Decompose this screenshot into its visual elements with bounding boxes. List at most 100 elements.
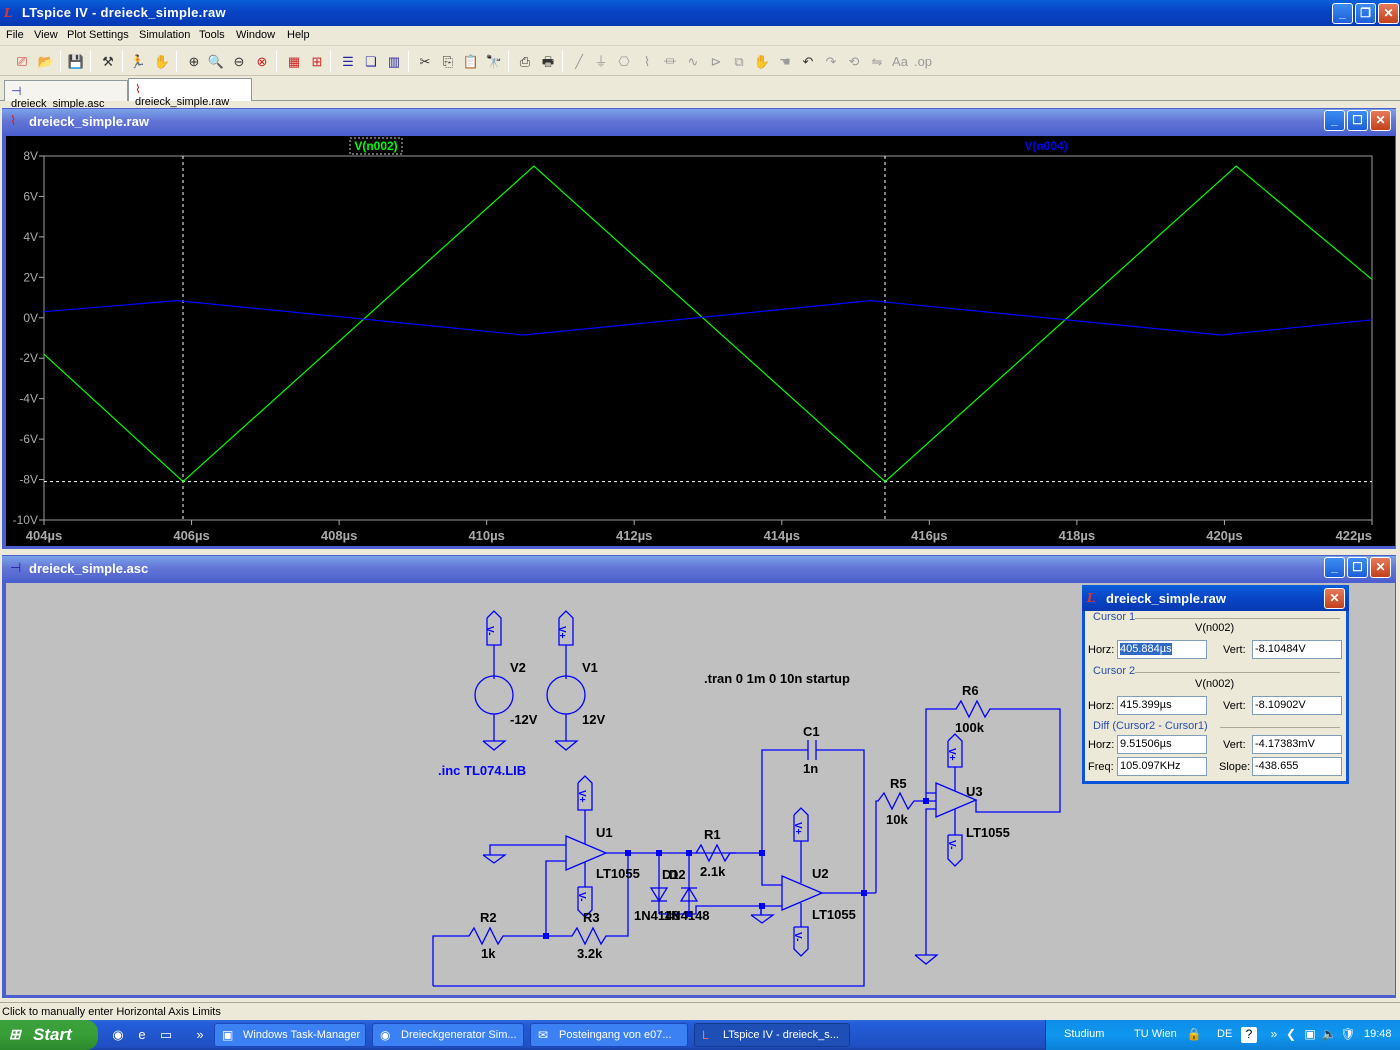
schematic-maximize-button[interactable]: ☐ bbox=[1347, 557, 1368, 578]
chevron-left-icon[interactable]: ❮ bbox=[1285, 1027, 1297, 1041]
ground-icon[interactable]: ⏚ bbox=[594, 54, 608, 69]
y-tick-label: -4V bbox=[19, 392, 38, 406]
pan-icon[interactable]: ✋ bbox=[153, 54, 171, 69]
diff-slope-field[interactable]: -438.655 bbox=[1252, 757, 1342, 776]
find-icon[interactable]: 🔭 bbox=[485, 54, 503, 69]
tray-more-icon[interactable]: » bbox=[1270, 1027, 1278, 1041]
diff-freq-field[interactable]: 105.097KHz bbox=[1117, 757, 1207, 776]
tray-studium[interactable]: Studium bbox=[1064, 1028, 1105, 1040]
cursor2-horz-field[interactable]: 415.399µs bbox=[1117, 696, 1207, 715]
diff-horz-field[interactable]: 9.51506µs bbox=[1117, 735, 1207, 754]
r6-label: R6 bbox=[962, 683, 979, 698]
app-title: LTspice IV - dreieck_simple.raw bbox=[22, 5, 226, 20]
cursor2-vert-field[interactable]: -8.10902V bbox=[1252, 696, 1342, 715]
plot-maximize-button[interactable]: ☐ bbox=[1347, 110, 1368, 131]
cascade-icon[interactable]: ❏ bbox=[365, 54, 377, 69]
zoom-fit-icon[interactable]: ⊗ bbox=[256, 54, 268, 69]
minimize-button[interactable]: _ bbox=[1332, 3, 1353, 24]
tray-tuwien[interactable]: TU Wien bbox=[1134, 1028, 1177, 1040]
tile-horizontal-icon[interactable]: ☰ bbox=[342, 54, 354, 69]
include-directive[interactable]: .inc TL074.LIB bbox=[438, 763, 526, 778]
r5-label: R5 bbox=[890, 776, 907, 791]
menu-help[interactable]: Help bbox=[287, 29, 310, 41]
restore-button[interactable]: ❐ bbox=[1355, 3, 1376, 24]
run-icon[interactable]: 🏃 bbox=[129, 54, 147, 69]
trace-label[interactable]: V(n004) bbox=[1024, 139, 1067, 153]
r2-label: R2 bbox=[480, 910, 497, 925]
new-schematic-icon[interactable]: ⎚ bbox=[16, 54, 28, 69]
tab-schematic[interactable]: ⊣dreieck_simple.asc bbox=[4, 80, 128, 110]
speaker-icon[interactable]: 🔈 bbox=[1321, 1027, 1337, 1041]
cursor1-vert-field[interactable]: -8.10484V bbox=[1252, 640, 1342, 659]
drag-icon[interactable]: ☚ bbox=[779, 54, 791, 69]
trace-label[interactable]: V(n002) bbox=[354, 139, 397, 153]
tab-waveform[interactable]: ⌇dreieck_simple.raw bbox=[128, 78, 252, 108]
control-panel-icon[interactable]: ⚒ bbox=[102, 54, 114, 69]
menu-window[interactable]: Window bbox=[236, 29, 276, 41]
plot-close-button[interactable]: ✕ bbox=[1370, 110, 1391, 131]
folder-icon[interactable]: ▭ bbox=[159, 1027, 173, 1042]
spice-directive-icon[interactable]: .op bbox=[913, 54, 933, 69]
component-icon[interactable]: ⧉ bbox=[734, 54, 744, 69]
cursor-dialog-close-button[interactable]: ✕ bbox=[1324, 588, 1345, 609]
zoom-out-icon[interactable]: ⊖ bbox=[233, 54, 245, 69]
rotate-icon[interactable]: ⟲ bbox=[848, 54, 860, 69]
mirror-icon[interactable]: ⇋ bbox=[871, 54, 883, 69]
schematic-minimize-button[interactable]: _ bbox=[1324, 557, 1345, 578]
plot-window-titlebar[interactable]: ⌇ dreieck_simple.raw _ ☐ ✕ bbox=[2, 109, 1396, 133]
tray-language[interactable]: DE bbox=[1217, 1028, 1233, 1040]
resistor-icon[interactable]: ⌇ bbox=[643, 54, 651, 69]
tran-directive[interactable]: .tran 0 1m 0 10n startup bbox=[704, 671, 850, 686]
lock-icon[interactable]: 🔒 bbox=[1186, 1027, 1202, 1041]
circuit-diagram[interactable]: V- V+ V+ V- V+ V- V+ V- V2 -12V V1 12V .… bbox=[6, 583, 1395, 995]
taskbar-firefox[interactable]: ◉Dreieckgenerator Sim... bbox=[372, 1023, 524, 1047]
text-icon[interactable]: Aa bbox=[892, 54, 908, 69]
ie-icon[interactable]: e bbox=[138, 1027, 146, 1042]
plot-minimize-button[interactable]: _ bbox=[1324, 110, 1345, 131]
close-button[interactable]: ✕ bbox=[1378, 3, 1399, 24]
diff-vert-field[interactable]: -4.17383mV bbox=[1252, 735, 1342, 754]
shield-icon[interactable]: 🛡 bbox=[1340, 1027, 1356, 1041]
autorange-icon[interactable]: ▦ bbox=[287, 54, 301, 69]
print-setup-icon[interactable]: ⎙ bbox=[519, 54, 531, 69]
tile-vertical-icon[interactable]: ▥ bbox=[387, 54, 401, 69]
label-net-icon[interactable]: ⎔ bbox=[618, 54, 630, 69]
app-titlebar[interactable]: L LTspice IV - dreieck_simple.raw _ ❐ ✕ bbox=[0, 0, 1400, 26]
save-icon[interactable]: 💾 bbox=[67, 54, 85, 69]
network-icon[interactable]: ▣ bbox=[1304, 1027, 1316, 1041]
cursor1-horz-field[interactable]: 405.884µs bbox=[1117, 640, 1207, 659]
inductor-icon[interactable]: ∿ bbox=[687, 54, 699, 69]
undo-icon[interactable]: ↶ bbox=[802, 54, 814, 69]
taskbar-mail[interactable]: ✉Posteingang von e07... bbox=[530, 1023, 688, 1047]
open-icon[interactable]: 📂 bbox=[37, 54, 55, 69]
quicklaunch-more-icon[interactable]: » bbox=[196, 1027, 204, 1042]
y-tick-label: -8V bbox=[19, 473, 38, 487]
capacitor-icon[interactable]: ⏛ bbox=[663, 54, 677, 69]
cut-icon[interactable]: ✂ bbox=[419, 54, 431, 69]
redo-icon[interactable]: ↷ bbox=[825, 54, 837, 69]
paste-icon[interactable]: 📋 bbox=[462, 54, 480, 69]
menu-file[interactable]: File bbox=[6, 29, 24, 41]
copy-icon[interactable]: ⎘ bbox=[442, 54, 454, 69]
schematic-window-titlebar[interactable]: ⊣ dreieck_simple.asc _ ☐ ✕ bbox=[2, 556, 1396, 580]
cursor-dialog-titlebar[interactable]: L dreieck_simple.raw ✕ bbox=[1082, 585, 1349, 611]
menu-plot-settings[interactable]: Plot Settings bbox=[67, 29, 129, 41]
start-button[interactable]: ⊞ Start bbox=[0, 1020, 98, 1050]
schematic-close-button[interactable]: ✕ bbox=[1370, 557, 1391, 578]
wire-icon[interactable]: ╱ bbox=[575, 54, 583, 69]
firefox-icon[interactable]: ◉ bbox=[112, 1027, 124, 1042]
menu-simulation[interactable]: Simulation bbox=[139, 29, 191, 41]
move-icon[interactable]: ✋ bbox=[753, 54, 771, 69]
manual-limits-icon[interactable]: ⊞ bbox=[311, 54, 323, 69]
help-icon[interactable]: ? bbox=[1241, 1027, 1257, 1043]
print-icon[interactable]: 🖶 bbox=[541, 54, 555, 69]
menu-tools[interactable]: Tools bbox=[199, 29, 225, 41]
menu-view[interactable]: View bbox=[34, 29, 58, 41]
zoom-area-icon[interactable]: 🔍 bbox=[207, 54, 225, 69]
diode-icon[interactable]: ⊳ bbox=[710, 54, 722, 69]
zoom-in-icon[interactable]: ⊕ bbox=[188, 54, 200, 69]
taskbar-task-manager[interactable]: ▣Windows Task-Manager bbox=[214, 1023, 366, 1047]
